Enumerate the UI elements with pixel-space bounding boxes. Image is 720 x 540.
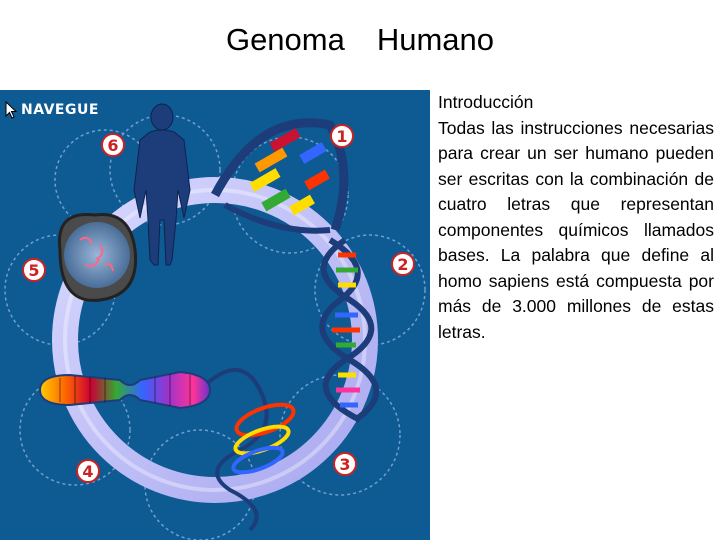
coiled-chromatin	[198, 368, 296, 532]
step-number-3: 3	[339, 455, 350, 474]
title-word-genoma: Genoma	[225, 22, 345, 57]
step-marker-3[interactable]: 3	[333, 452, 357, 476]
step-number-1: 1	[336, 127, 347, 146]
step-number-5: 5	[28, 261, 39, 280]
genome-illustration: 1 2 3 4 5 6	[0, 90, 430, 540]
section-heading: Introducción	[438, 92, 534, 112]
step-number-2: 2	[397, 255, 408, 274]
navigate-label: NAVEGUE	[21, 102, 99, 118]
step-markers: 1 2 3 4 5 6	[22, 124, 415, 483]
title-word-humano: Humano	[376, 22, 495, 57]
step-number-6: 6	[107, 136, 118, 155]
double-helix	[319, 237, 380, 423]
step-marker-1[interactable]: 1	[330, 124, 354, 148]
page-title: Genoma Humano	[0, 22, 720, 58]
dna-backbone-top	[211, 118, 349, 232]
step-marker-4[interactable]: 4	[76, 459, 100, 483]
step-marker-2[interactable]: 2	[391, 252, 415, 276]
human-silhouette	[133, 103, 191, 266]
chromosome	[38, 370, 212, 410]
pointer-cursor-icon	[5, 101, 18, 119]
section-body: Todas las instrucciones necesarias para …	[438, 117, 714, 342]
dna-base-pairs	[249, 128, 330, 216]
step-marker-5[interactable]: 5	[22, 258, 46, 282]
step-number-4: 4	[82, 462, 93, 481]
cell-nucleus	[57, 212, 138, 302]
step-marker-6[interactable]: 6	[101, 133, 125, 157]
intro-text-block: Introducción Todas las instrucciones nec…	[438, 90, 714, 345]
navigate-button[interactable]: NAVEGUE	[4, 99, 99, 121]
genome-cycle-diagram: 1 2 3 4 5 6	[4, 103, 426, 540]
